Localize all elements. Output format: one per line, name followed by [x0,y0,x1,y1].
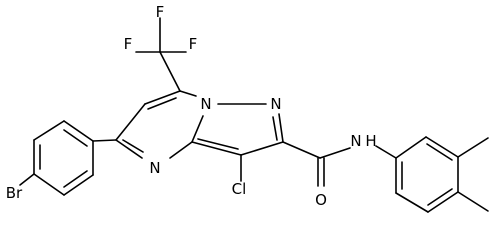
bond-c5-n4 [115,139,143,159]
bond-phenyl-d [33,173,65,196]
bond-c2-carbonyl [282,141,321,159]
bond-phenyl-b [33,120,65,141]
bond-carbonyl-n [319,147,351,159]
bond-c5-phenyl [92,139,117,142]
bond-aryl-d [427,191,459,213]
bond-n-aryl [375,145,397,159]
bond-n1-c2-inner [272,116,278,141]
bond-n4-c3a [169,141,193,159]
atom-br: Br [6,184,23,202]
atom-n-bridge: N [200,95,211,113]
bond-methyl-3 [457,137,489,158]
bond-aryl-b-inner [426,143,453,161]
molecule-drawing: F F F Br N N N Cl N H O [6,3,489,213]
bond-aryl-a [395,136,427,159]
bond-c7-c6 [144,90,181,105]
bond-aryl-b [425,136,459,158]
atom-n-pyrimidine: N [149,159,160,177]
bond-aryl-e [395,192,429,213]
bond-phenyl-e [63,174,94,196]
bond-c2-c3 [240,141,284,156]
bond-c3a-n7a [191,115,204,143]
bond-phenyl-br [19,173,35,186]
bond-phenyl-e-inner [63,170,88,188]
molecule-canvas: F F F Br N N N Cl N H O [6,3,489,213]
bond-methyl-4 [457,191,489,212]
bond-c3-c3a [191,141,242,156]
atom-o: O [315,191,327,209]
atom-n-amide: N [350,132,361,150]
bond-cf3-ring [159,51,181,92]
atom-n-pyrazole: N [270,95,281,113]
atom-f-right: F [189,35,198,53]
bond-n7a-c7 [179,90,197,97]
bond-c5-n4-inner [122,139,144,153]
atom-h-amide: H [365,132,376,150]
bond-phenyl-a [63,120,94,142]
bond-aryl-d-inner [427,188,453,206]
bond-n1-c2 [278,113,284,143]
atom-f-top: F [156,3,165,21]
bond-c3-c3a-inner [197,138,239,150]
bond-c6-c5 [115,103,146,141]
atom-cl: Cl [232,180,247,198]
atom-f-left: F [124,35,133,53]
bond-phenyl-a-inner [63,129,88,147]
bond-c7-c6-inner [147,97,177,110]
